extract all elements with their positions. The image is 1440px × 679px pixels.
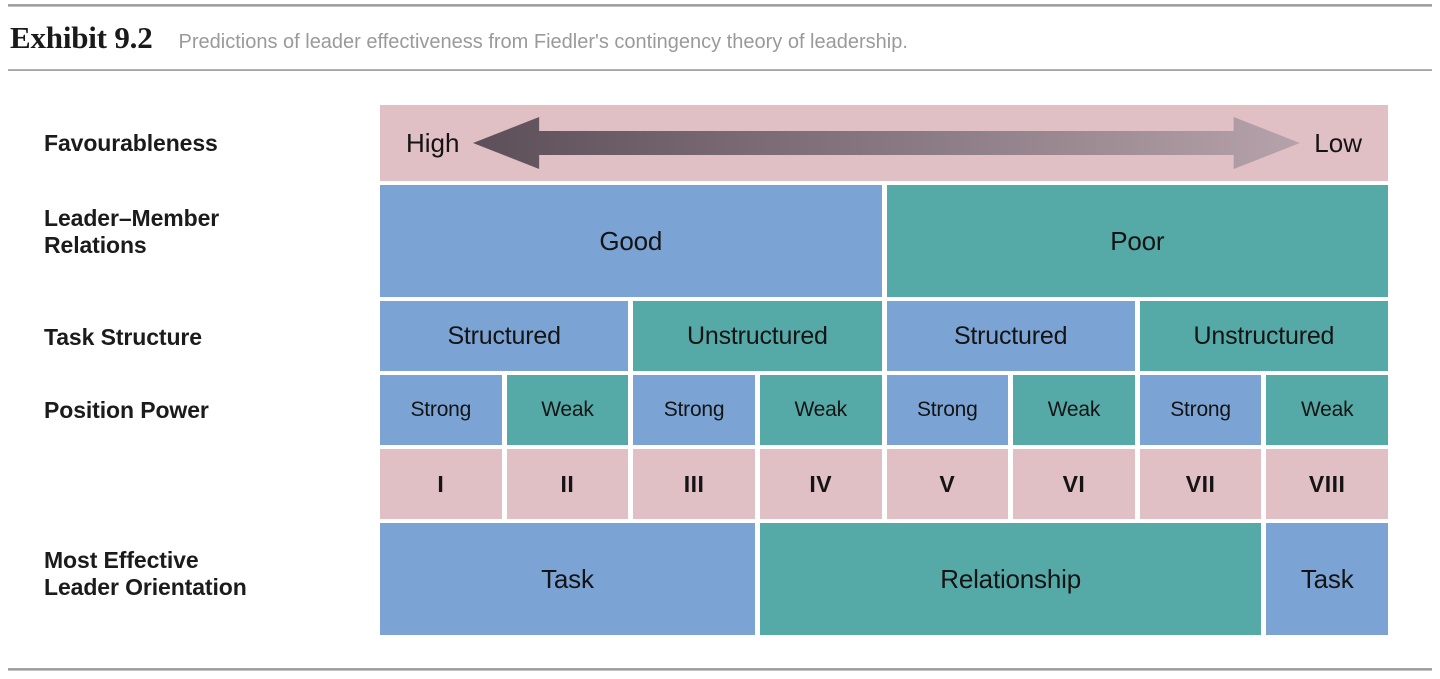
favourableness-band: High L [380,105,1388,181]
orientation-cell-1: Task [380,523,755,635]
row-label-favourableness: Favourableness [44,130,218,156]
situation-cell-7: VII [1139,449,1262,519]
position-power-cell-1: Strong [380,375,502,445]
fiedler-contingency-chart: Favourableness Leader–Member Relations T… [0,100,1440,645]
exhibit-caption: Predictions of leader effectiveness from… [178,31,908,53]
task-structure-cell-4: Unstructured [1139,301,1388,371]
bottom-divider-rule [8,668,1432,671]
task-structure-cell-1: Structured [380,301,629,371]
leader-member-relations-cell-2: Poor [886,185,1388,297]
row-label-column: Favourableness Leader–Member Relations T… [0,100,378,645]
position-power-cell-5: Strong [886,375,1009,445]
row-label-leader-member-relations-line2: Relations [44,231,147,258]
situation-cell-3: III [633,449,755,519]
exhibit-number-label: Exhibit 9.2 [10,20,153,55]
task-structure-cell-3: Structured [886,301,1135,371]
situation-cell-1: I [380,449,502,519]
position-power-cell-6: Weak [1013,375,1135,445]
row-label-position-power: Position Power [44,397,209,423]
position-power-cell-3: Strong [633,375,755,445]
orientation-cell-2: Relationship [759,523,1262,635]
position-power-cell-7: Strong [1139,375,1262,445]
favourableness-low-label: Low [1314,127,1362,158]
leader-member-relations-cell-1: Good [380,185,882,297]
favourableness-high-label: High [406,127,460,158]
top-divider-rule [8,4,1432,7]
chart-grid: High L [380,100,1388,645]
row-label-orientation-line2: Leader Orientation [44,573,247,600]
double-headed-arrow-icon [473,117,1301,169]
row-label-leader-member-relations: Leader–Member Relations [44,205,219,258]
header-divider-rule [8,69,1432,71]
situation-cell-4: IV [759,449,882,519]
position-power-cell-4: Weak [759,375,882,445]
row-label-orientation-line1: Most Effective [44,547,199,573]
position-power-cell-2: Weak [506,375,629,445]
orientation-cell-3: Task [1266,523,1388,635]
situation-cell-2: II [506,449,629,519]
task-structure-cell-2: Unstructured [633,301,882,371]
row-label-task-structure: Task Structure [44,324,202,350]
position-power-cell-8: Weak [1266,375,1388,445]
situation-cell-6: VI [1013,449,1135,519]
row-label-leader-member-relations-line1: Leader–Member [44,205,220,231]
exhibit-header: Exhibit 9.2 Predictions of leader effect… [10,20,908,62]
situation-cell-5: V [886,449,1009,519]
row-label-most-effective-leader-orientation: Most Effective Leader Orientation [44,547,247,600]
row-favourableness: High L [380,105,1388,181]
situation-cell-8: VIII [1266,449,1388,519]
